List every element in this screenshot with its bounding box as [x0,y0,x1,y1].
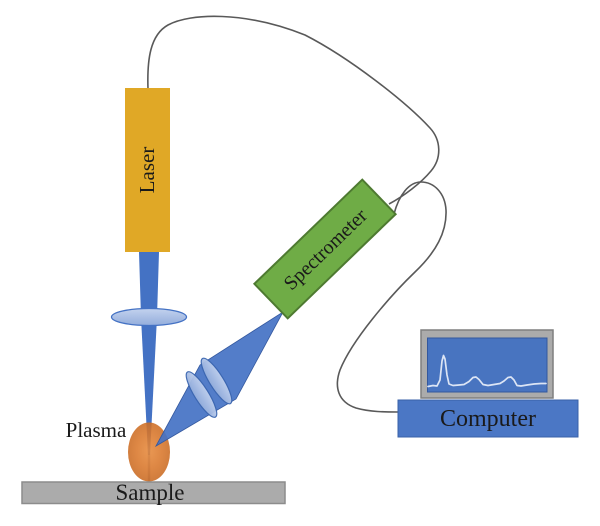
computer-label: Computer [440,406,536,432]
spectrometer-group: Spectrometer [252,178,398,320]
laser-beam-column [139,252,159,317]
computer-bar [397,399,579,438]
laser-box [125,88,170,252]
sample-label: Sample [116,480,185,505]
spectrum-trace [427,354,547,388]
cable-laser-to-spectrometer [147,15,440,205]
collection-lens-1 [185,371,218,418]
focusing-lens [110,307,188,327]
monitor-screen [427,337,548,393]
sample-bar [21,481,286,505]
spectrometer-box [252,178,398,320]
plasma-label: Plasma [66,418,127,442]
cable-spectrometer-to-computer [336,181,447,413]
laser-beam-focused [141,317,157,455]
collection-lens-2 [200,357,233,405]
laser-label: Laser [135,147,159,194]
plasma-ellipse [128,422,170,482]
